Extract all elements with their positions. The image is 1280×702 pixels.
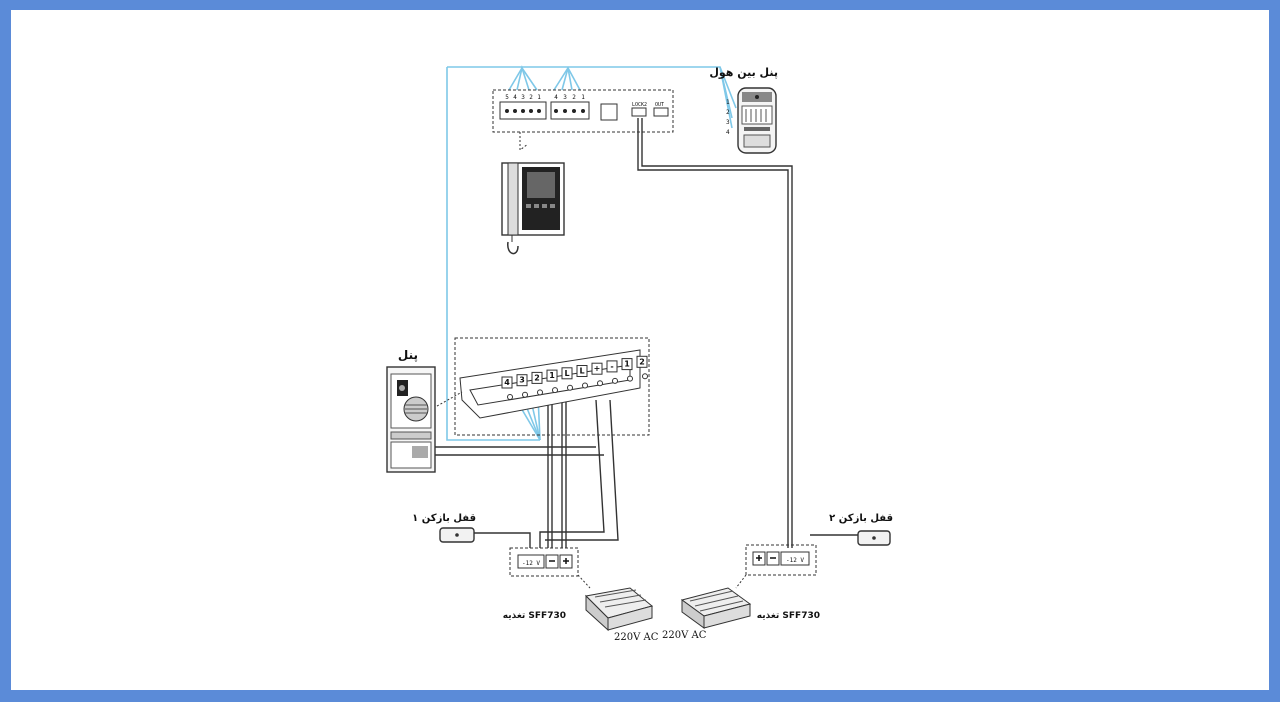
monitor-terminal-a-label: 1 <box>537 94 541 101</box>
panel-terminal-slot <box>636 355 648 368</box>
panel-terminal-label: 1 <box>549 371 555 380</box>
ac-right-label: 220V AC <box>662 630 707 641</box>
panel-terminal-screw <box>567 384 573 391</box>
panel-terminal-label: - <box>610 362 613 371</box>
monitor-terminal-a-screw <box>537 109 541 113</box>
panel-terminal-screw <box>552 387 558 394</box>
monitor-terminal-b-screw <box>581 109 585 113</box>
power-supply-right: تغذیه SFF730 220V AC <box>662 574 820 641</box>
ac-left-label: 220V AC <box>614 632 659 643</box>
monitor-terminal-b-screw <box>572 109 576 113</box>
monitor-terminal-b-label: 3 <box>563 94 567 101</box>
monitor-screen <box>527 172 555 198</box>
intercom-pin-label: 4 <box>726 129 730 136</box>
psu-right-voltage: -12 V <box>786 557 804 564</box>
monitor-terminal-a-label: 5 <box>505 94 509 101</box>
monitor-out-label: OUT <box>655 102 664 108</box>
monitor-terminal-a-screw <box>513 109 517 113</box>
monitor-terminal-b-screw <box>563 109 567 113</box>
lock2-label: قفل بازکن ۲ <box>829 513 893 524</box>
panel-terminal-slot <box>576 365 588 377</box>
panel-terminal-screw <box>627 375 633 382</box>
monitor-terminal-b-label: 2 <box>572 94 576 101</box>
psu-right-label: تغذیه SFF730 <box>757 611 820 621</box>
hands-free-panel-label: پنل بین هول <box>709 66 778 79</box>
panel-terminal-screw <box>537 389 543 396</box>
panel-terminal-label: 3 <box>519 376 525 385</box>
panel-terminal-screw <box>642 373 648 380</box>
lock1-label: قفل بازکن ۱ <box>412 513 476 524</box>
panel-terminal-label: 1 <box>624 360 630 369</box>
panel-terminal-screw <box>507 394 513 400</box>
monitor-terminal-a-screw <box>529 109 533 113</box>
panel-terminal-slot <box>606 360 618 373</box>
panel-terminal-slot <box>591 362 603 375</box>
panel-terminal-slot <box>621 358 633 371</box>
panel-terminal-screw <box>597 380 603 387</box>
panel-terminal-label: L <box>564 369 569 378</box>
panel-terminal-screw <box>612 377 618 384</box>
door-lock-1: قفل بازکن ۱ <box>412 513 476 543</box>
door-panel: پنل <box>386 348 436 473</box>
monitor-terminal-a-label: 3 <box>521 94 525 101</box>
psu-left-label: تغذیه SFF730 <box>503 611 566 621</box>
monitor-terminal-a-label: 4 <box>513 94 517 101</box>
intercom-pin-label: 1 <box>726 99 730 106</box>
panel-terminal-slot <box>501 376 513 389</box>
monitor-terminal-a-label: 2 <box>529 94 533 101</box>
panel-terminal-slot <box>561 367 573 380</box>
intercom-pin-label: 2 <box>726 109 730 116</box>
panel-terminal-label: L <box>579 367 584 376</box>
panel-terminal-slot <box>546 369 558 382</box>
video-monitor <box>501 162 565 255</box>
psu-left-voltage: -12 V <box>522 560 540 567</box>
hands-free-intercom: پنل بین هول 1 2 3 4 <box>709 66 778 154</box>
panel-terminal-screw <box>582 382 588 389</box>
intercom-pin-label: 3 <box>726 119 730 126</box>
monitor-terminal-a-screw <box>505 109 509 113</box>
psu-left-terminal: -12 V <box>509 547 579 577</box>
panel-label: پنل <box>398 348 418 362</box>
monitor-terminal-a-screw <box>521 109 525 113</box>
panel-terminal-screw <box>522 391 528 398</box>
panel-terminal-slot <box>516 374 528 387</box>
monitor-lock-label: LOCK2 <box>632 102 647 108</box>
monitor-terminal-b-screw <box>554 109 558 113</box>
panel-terminal-label: + <box>594 364 601 373</box>
panel-terminal-label: 2 <box>639 357 645 366</box>
monitor-terminal-b-label: 4 <box>554 94 558 101</box>
power-wires <box>430 118 860 548</box>
panel-terminal-slot <box>531 371 543 384</box>
door-lock-2: قفل بازکن ۲ <box>829 513 893 546</box>
monitor-terminal-b-label: 1 <box>581 94 585 101</box>
power-supply-left: تغذیه SFF730 220V AC <box>503 574 659 643</box>
panel-terminal-label: 4 <box>504 378 510 387</box>
psu-right-terminal: -12 V <box>745 544 817 576</box>
panel-terminal-label: 2 <box>534 373 540 382</box>
